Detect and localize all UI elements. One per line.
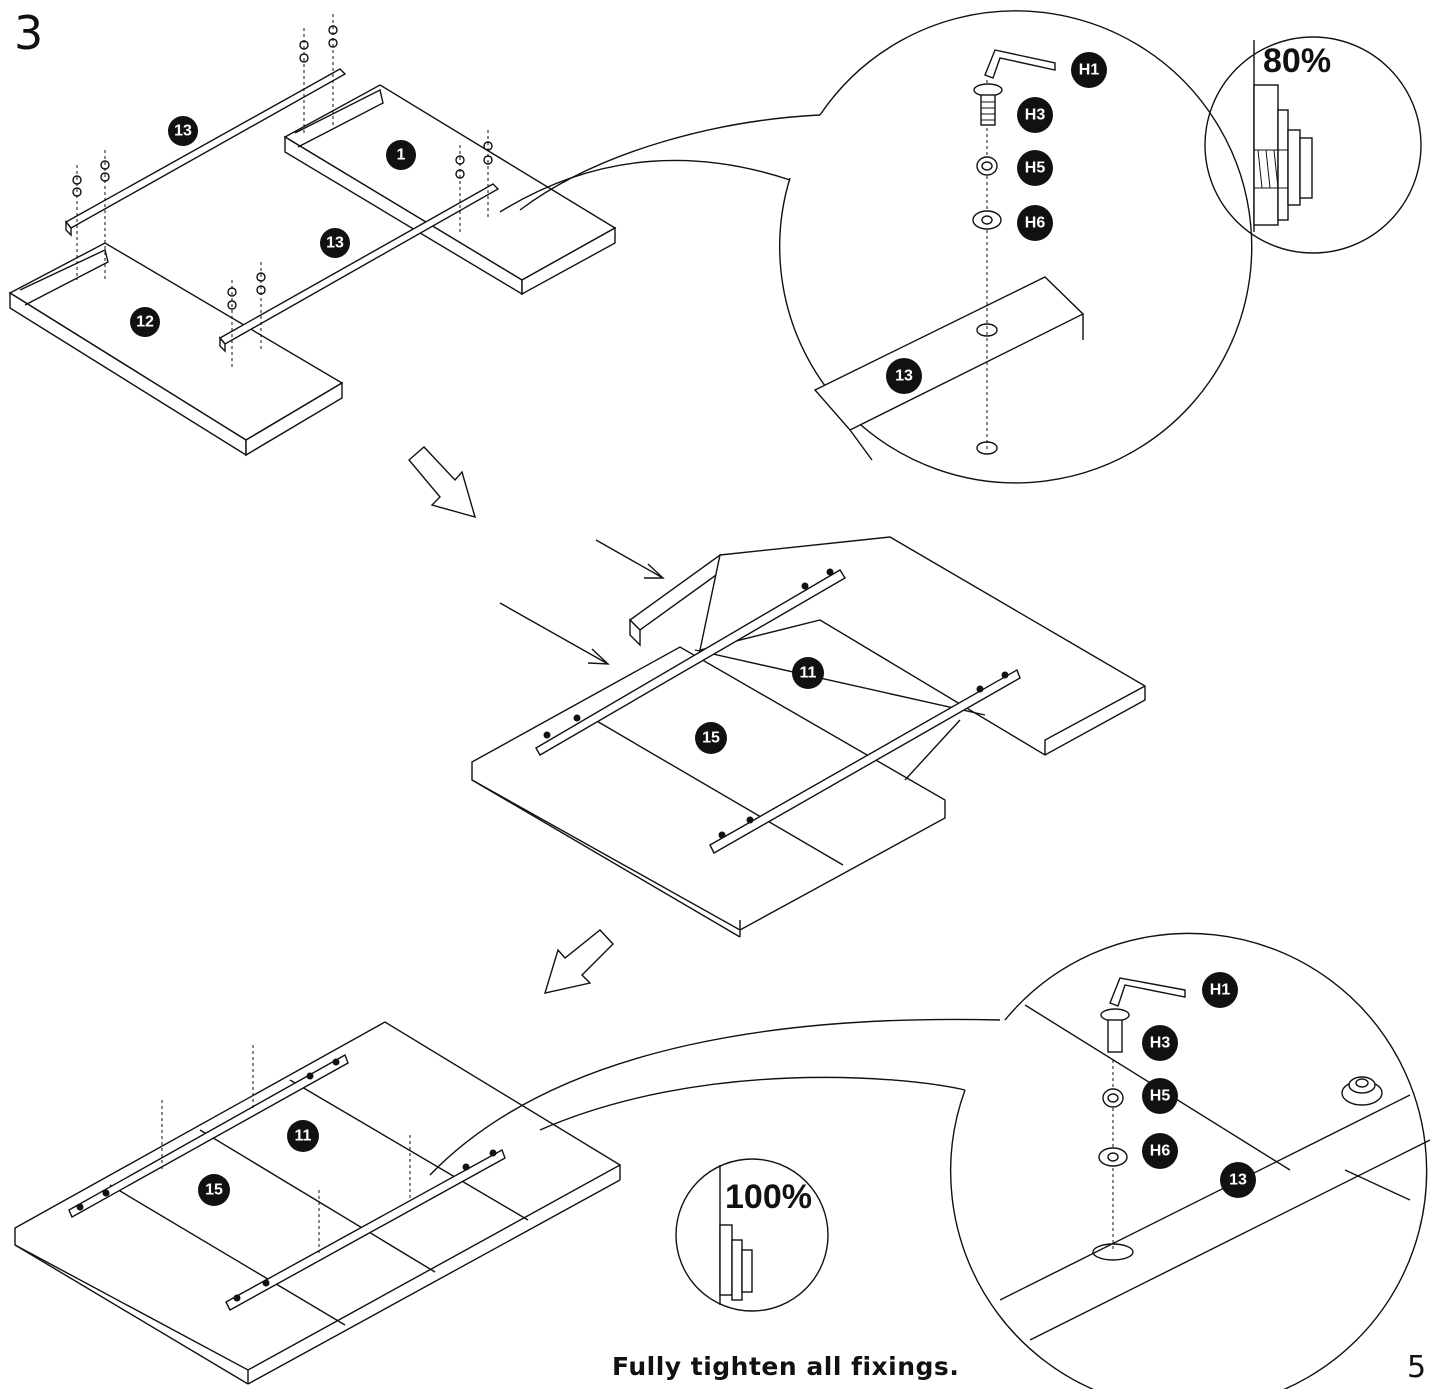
svg-text:15: 15 — [205, 1182, 223, 1199]
svg-text:12: 12 — [136, 314, 154, 331]
hardware-badge-h6: H6 — [1017, 205, 1053, 241]
mid-rail-13a — [535, 569, 846, 756]
svg-text:15: 15 — [702, 730, 720, 747]
svg-text:H5: H5 — [1025, 160, 1046, 177]
pointer-arrow-b — [499, 602, 609, 665]
spring-washer-icon — [976, 156, 998, 176]
part-badge-15-bottom: 15 — [198, 1174, 230, 1206]
step-arrow-down-left — [543, 929, 614, 994]
installed-bolt-icon — [1341, 1076, 1383, 1106]
step-arrow-down-right — [408, 446, 477, 519]
svg-text:H6: H6 — [1025, 215, 1046, 232]
hardware-badge-h1-bottom: H1 — [1202, 972, 1238, 1008]
svg-text:H1: H1 — [1210, 982, 1231, 999]
flat-washer-icon-bottom — [1098, 1147, 1128, 1167]
hardware-badge-h6-bottom: H6 — [1142, 1133, 1178, 1169]
panel-1-side — [521, 226, 616, 296]
part-badge-1: 1 — [386, 140, 416, 170]
bolt-icon-bottom — [1100, 1008, 1130, 1053]
screw-set — [72, 25, 493, 310]
mid-rail-13b — [709, 668, 1021, 854]
svg-text:13: 13 — [174, 123, 192, 140]
tightness-80-detail: 80% — [1204, 36, 1422, 254]
bolt-icon — [973, 83, 1003, 126]
allen-key-icon — [984, 49, 1056, 79]
full-assembly-diagram: 11 15 — [14, 1018, 1001, 1385]
part-badge-13-zoom: 13 — [886, 358, 922, 394]
step-number: 3 — [14, 6, 44, 60]
zoom-80-label: 80% — [1263, 42, 1331, 80]
svg-text:11: 11 — [295, 1128, 312, 1145]
instruction-text: Fully tighten all fixings. — [612, 1352, 960, 1381]
part-badge-13a: 13 — [168, 116, 198, 146]
hardware-zoom-detail-bottom: H1 H3 H5 H6 13 — [539, 932, 1431, 1389]
allen-key-icon-bottom — [1109, 977, 1186, 1007]
part-badge-11-bottom: 11 — [287, 1120, 319, 1152]
hardware-badge-h5: H5 — [1017, 150, 1053, 186]
svg-text:H3: H3 — [1025, 107, 1046, 124]
flat-washer-icon — [972, 210, 1002, 230]
svg-text:H6: H6 — [1150, 1143, 1171, 1160]
svg-text:13: 13 — [326, 235, 344, 252]
hardware-zoom-detail: H1 H3 H5 H6 13 — [519, 10, 1253, 484]
hardware-badge-h3: H3 — [1017, 97, 1053, 133]
part-badge-11-mid: 11 — [792, 657, 824, 689]
hardware-badge-h5-bottom: H5 — [1142, 1078, 1178, 1114]
hardware-badge-h1: H1 — [1071, 52, 1107, 88]
part-badge-13b: 13 — [320, 228, 350, 258]
tightness-100-detail: 100% — [675, 1158, 829, 1312]
panel-12-side — [245, 381, 343, 457]
zoom-100-label: 100% — [725, 1178, 812, 1216]
hardware-badge-h3-bottom: H3 — [1142, 1025, 1178, 1061]
svg-text:H5: H5 — [1150, 1088, 1171, 1105]
pointer-arrow-a — [595, 539, 664, 579]
svg-text:H3: H3 — [1150, 1035, 1171, 1052]
page-number: 5 — [1407, 1350, 1427, 1385]
part-badge-13-bottom-zoom: 13 — [1220, 1162, 1256, 1198]
rail-13-lower — [218, 183, 500, 345]
svg-text:13: 13 — [1229, 1172, 1247, 1189]
bottom-rail-13b — [225, 1148, 506, 1311]
part-badge-15-mid: 15 — [695, 722, 727, 754]
svg-text:13: 13 — [895, 368, 913, 385]
spring-washer-icon-bottom — [1102, 1088, 1124, 1108]
svg-text:1: 1 — [397, 147, 406, 164]
svg-text:11: 11 — [800, 665, 817, 682]
svg-text:H1: H1 — [1079, 62, 1100, 79]
part-badge-12: 12 — [130, 307, 160, 337]
exploded-panels-diagram: 13 1 13 12 — [8, 14, 791, 457]
partial-assembly-diagram: 11 15 — [471, 536, 1146, 938]
